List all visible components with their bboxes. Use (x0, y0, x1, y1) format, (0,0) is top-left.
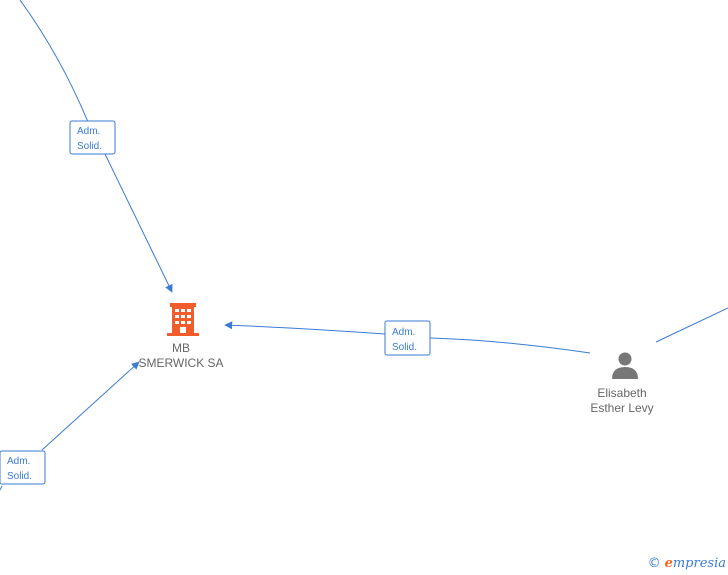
edge-right-label-line2: Solid. (392, 342, 417, 353)
edge-bottom-left-label-line1: Adm. (7, 456, 30, 467)
edge-person-offscreen-right[interactable] (655, 307, 728, 343)
edge-top-label-line1: Adm. (77, 126, 100, 137)
edge-bottom-left-line-upper (41, 361, 140, 451)
edge-right[interactable]: Adm. Solid. (224, 320, 591, 356)
building-icon (167, 303, 199, 336)
company-label-line1: MB (172, 341, 190, 355)
company-node[interactable]: MB SMERWICK SA (138, 303, 224, 370)
person-node[interactable]: Elisabeth Esther Levy (590, 352, 654, 416)
edge-top-line-lower (104, 153, 173, 293)
edge-top-label-line2: Solid. (77, 141, 102, 152)
edge-top-line-upper (19, 0, 89, 123)
person-label-line2: Esther Levy (590, 401, 653, 415)
brand-logo-e: e (664, 556, 673, 571)
edge-bottom-left[interactable]: Adm. Solid. (0, 361, 140, 491)
edge-top-label-box[interactable] (69, 120, 116, 155)
edge-right-label-line1: Adm. (392, 327, 415, 338)
edge-bottom-left-line-lower (0, 485, 3, 491)
edge-right-line-right (429, 337, 591, 354)
edge-bottom-left-label-box[interactable] (0, 450, 46, 485)
empresia-brand[interactable]: ©empresia (648, 556, 726, 571)
person-icon (612, 352, 638, 379)
edge-top[interactable]: Adm. Solid. (19, 0, 173, 293)
edge-bottom-left-label-line2: Solid. (7, 471, 32, 482)
edge-right-line-left (224, 321, 386, 335)
edge-right-label-box[interactable] (384, 320, 431, 356)
brand-logo-text: mpresia (672, 556, 726, 571)
person-label-line1: Elisabeth (597, 386, 646, 400)
copyright-icon: © (647, 556, 661, 571)
company-label-line2: SMERWICK SA (138, 356, 223, 370)
